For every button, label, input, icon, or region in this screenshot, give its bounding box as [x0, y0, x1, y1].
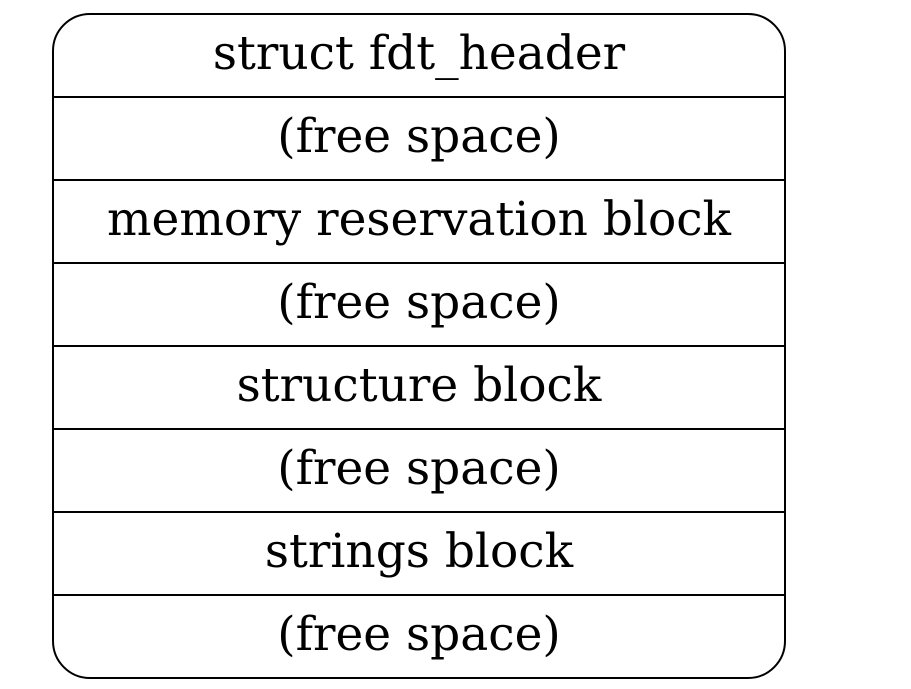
field-free-space: (free space) — [54, 262, 784, 345]
field-free-space: (free space) — [54, 594, 784, 677]
field-fdt-header: struct fdt_header — [212, 26, 626, 81]
field-memory-reservation-block: memory reservation block — [54, 179, 784, 262]
field-free-space: (free space) — [54, 428, 784, 511]
field-free-space: (free space) — [54, 96, 784, 179]
field-strings-block: strings block — [54, 511, 784, 594]
fdt-layout-record: struct fdt_header (free space) memory re… — [52, 13, 786, 679]
field-structure-block: structure block — [54, 345, 784, 428]
